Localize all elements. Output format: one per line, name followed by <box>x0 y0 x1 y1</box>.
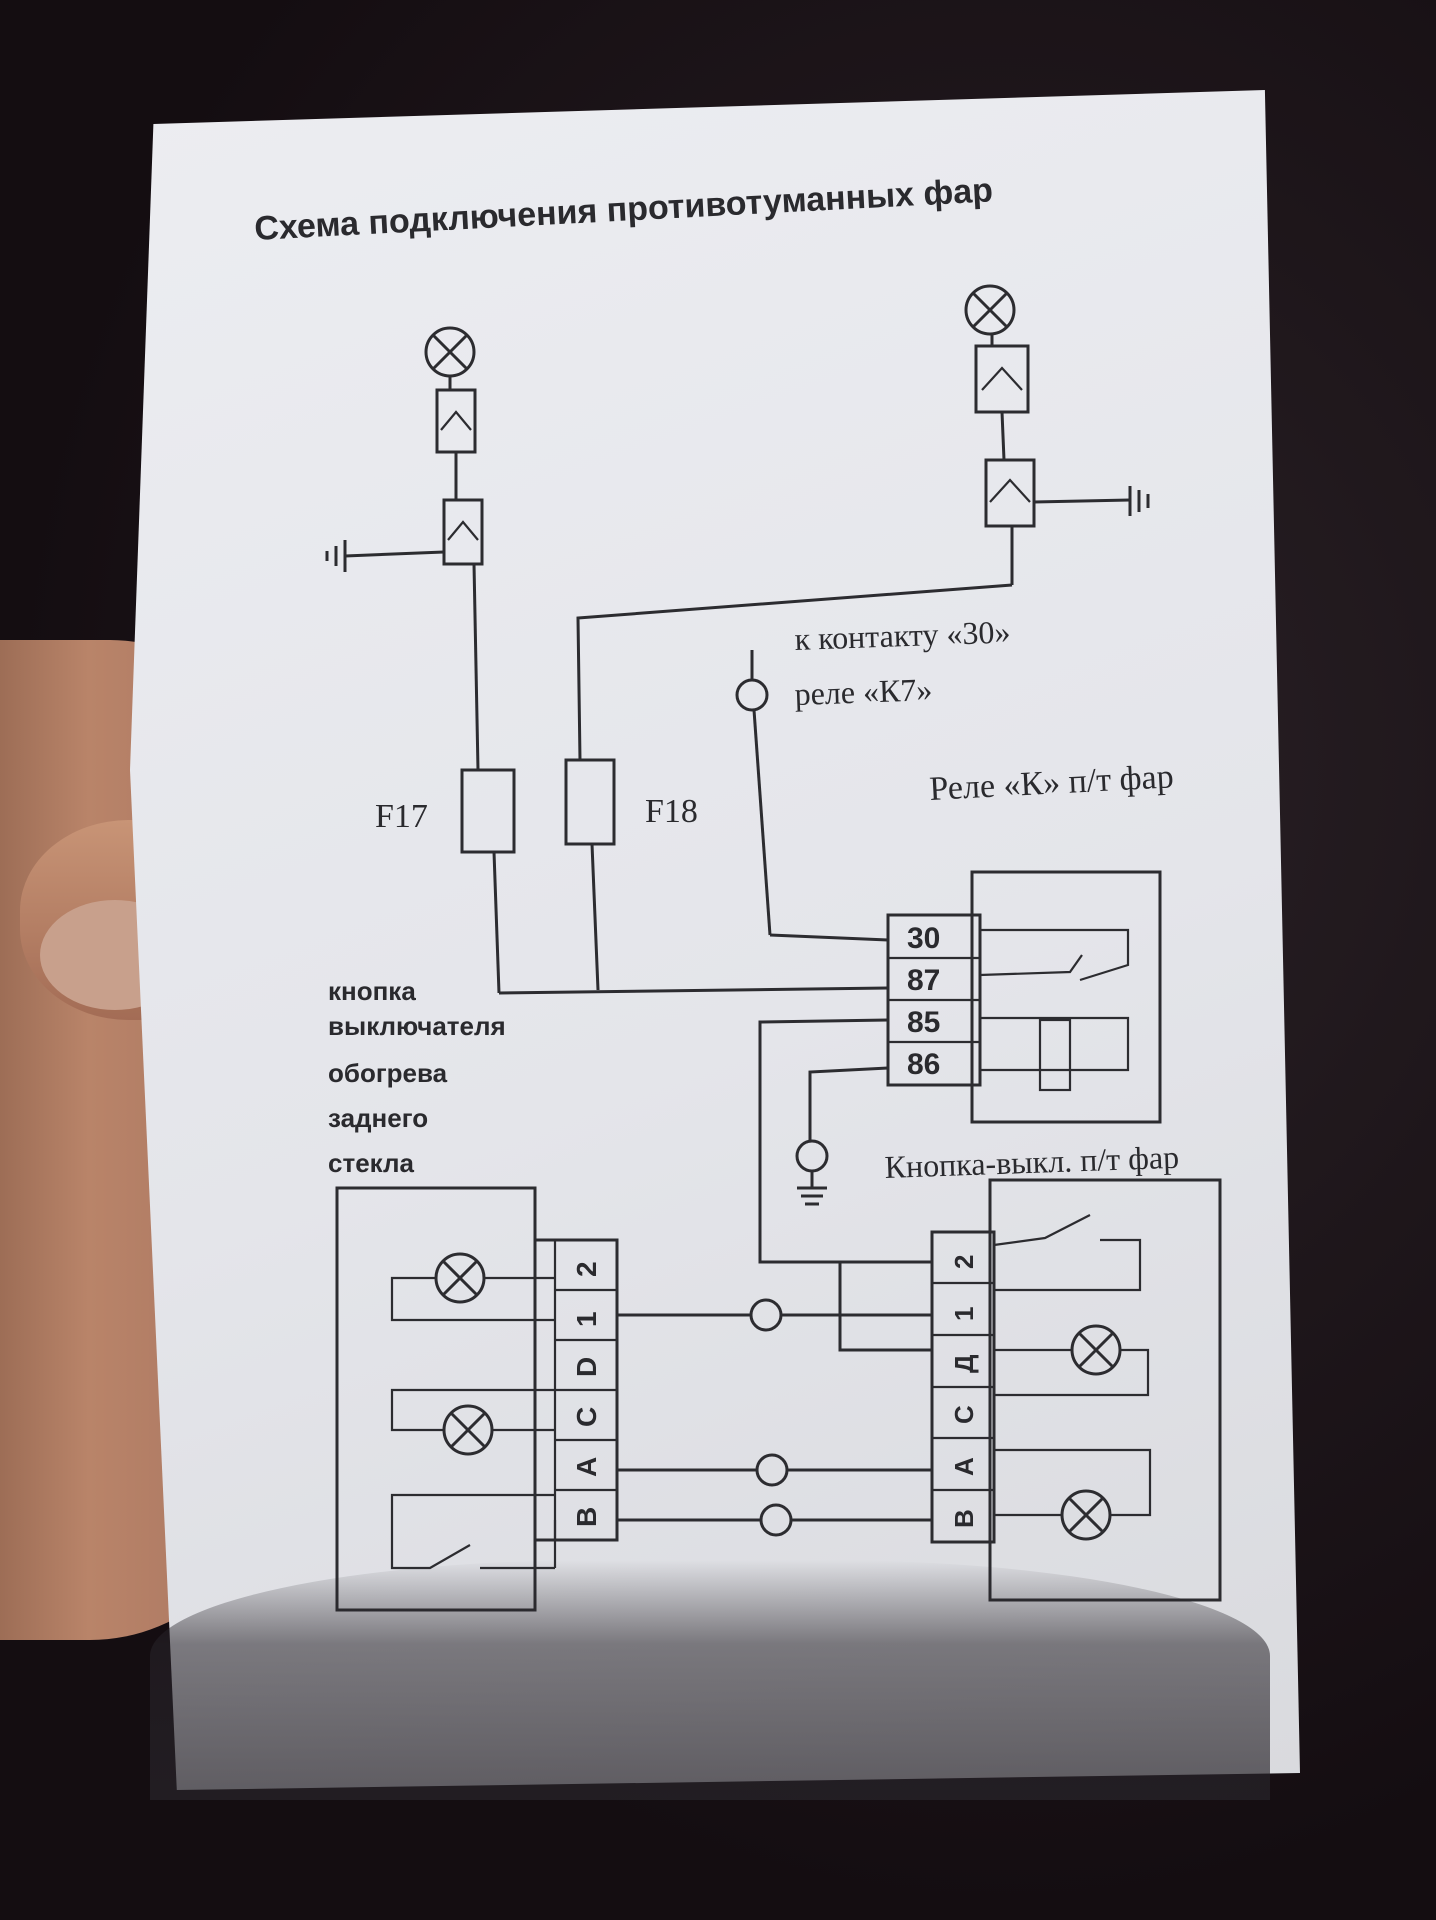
relay-k-block: 30 87 85 86 <box>886 870 1162 1124</box>
left-ground-icon <box>325 540 347 572</box>
connector-1-icon <box>749 1298 783 1332</box>
left-fog-lamp-icon <box>424 326 476 378</box>
right-terminal-b: В <box>949 1509 979 1528</box>
connector-2-icon <box>755 1453 789 1487</box>
rear-button-label-3: обогрева <box>328 1058 448 1088</box>
left-connector-1-icon <box>435 388 477 454</box>
left-terminal-b: B <box>571 1507 602 1527</box>
contact-30-label-line1: к контакту «30» <box>794 613 1011 657</box>
fog-lamp-switch-block: 2 1 Д С А В <box>930 1178 1222 1602</box>
rear-button-label-1: кнопка <box>328 976 416 1006</box>
relay-coil-icon <box>1038 1018 1072 1092</box>
left-terminal-1: 1 <box>571 1311 602 1327</box>
fog-button-label: Кнопка-выкл. п/т фар <box>884 1139 1180 1185</box>
fuse-f18-icon <box>564 758 616 846</box>
right-terminal-a: А <box>949 1457 979 1476</box>
right-terminal-d: Д <box>949 1354 979 1373</box>
relay-terminal-30: 30 <box>907 922 940 955</box>
relay-ground-icon <box>795 1139 829 1206</box>
right-connector-2-icon <box>984 458 1036 528</box>
rear-window-switch-block: 2 1 D C A B <box>335 1186 619 1612</box>
diagram-title: Схема подключения противотуманных фар <box>253 171 993 248</box>
left-connector-2-icon <box>442 498 484 566</box>
right-fog-lamp-icon <box>964 284 1016 336</box>
left-terminal-2: 2 <box>571 1261 602 1277</box>
contact-30-label-line2: реле «К7» <box>794 671 933 712</box>
right-connector-1-icon <box>974 344 1030 414</box>
rear-button-label-2: выключателя <box>328 1011 506 1041</box>
relay-k-label: Реле «К» п/т фар <box>928 758 1174 808</box>
right-ground-icon <box>1128 486 1150 516</box>
rear-button-label-5: стекла <box>328 1148 415 1178</box>
left-terminal-d: D <box>571 1357 602 1377</box>
relay-terminal-87: 87 <box>907 964 940 997</box>
left-terminal-c: C <box>571 1407 602 1427</box>
contact-30-terminal-icon <box>735 678 769 712</box>
rear-button-label-4: заднего <box>328 1103 428 1133</box>
relay-terminal-85: 85 <box>907 1006 940 1039</box>
fuse-f18-label: F18 <box>645 793 698 830</box>
right-terminal-2: 2 <box>949 1255 979 1269</box>
hand-shadow <box>150 1560 1270 1800</box>
right-terminal-c: С <box>949 1405 979 1424</box>
right-terminal-1: 1 <box>949 1307 979 1321</box>
relay-terminal-86: 86 <box>907 1048 940 1081</box>
fuse-f17-label: F17 <box>375 798 428 835</box>
paper-sheet <box>130 90 1300 1790</box>
fuse-f17-icon <box>460 768 516 854</box>
left-terminal-a: A <box>571 1457 602 1477</box>
connector-3-icon <box>759 1503 793 1537</box>
